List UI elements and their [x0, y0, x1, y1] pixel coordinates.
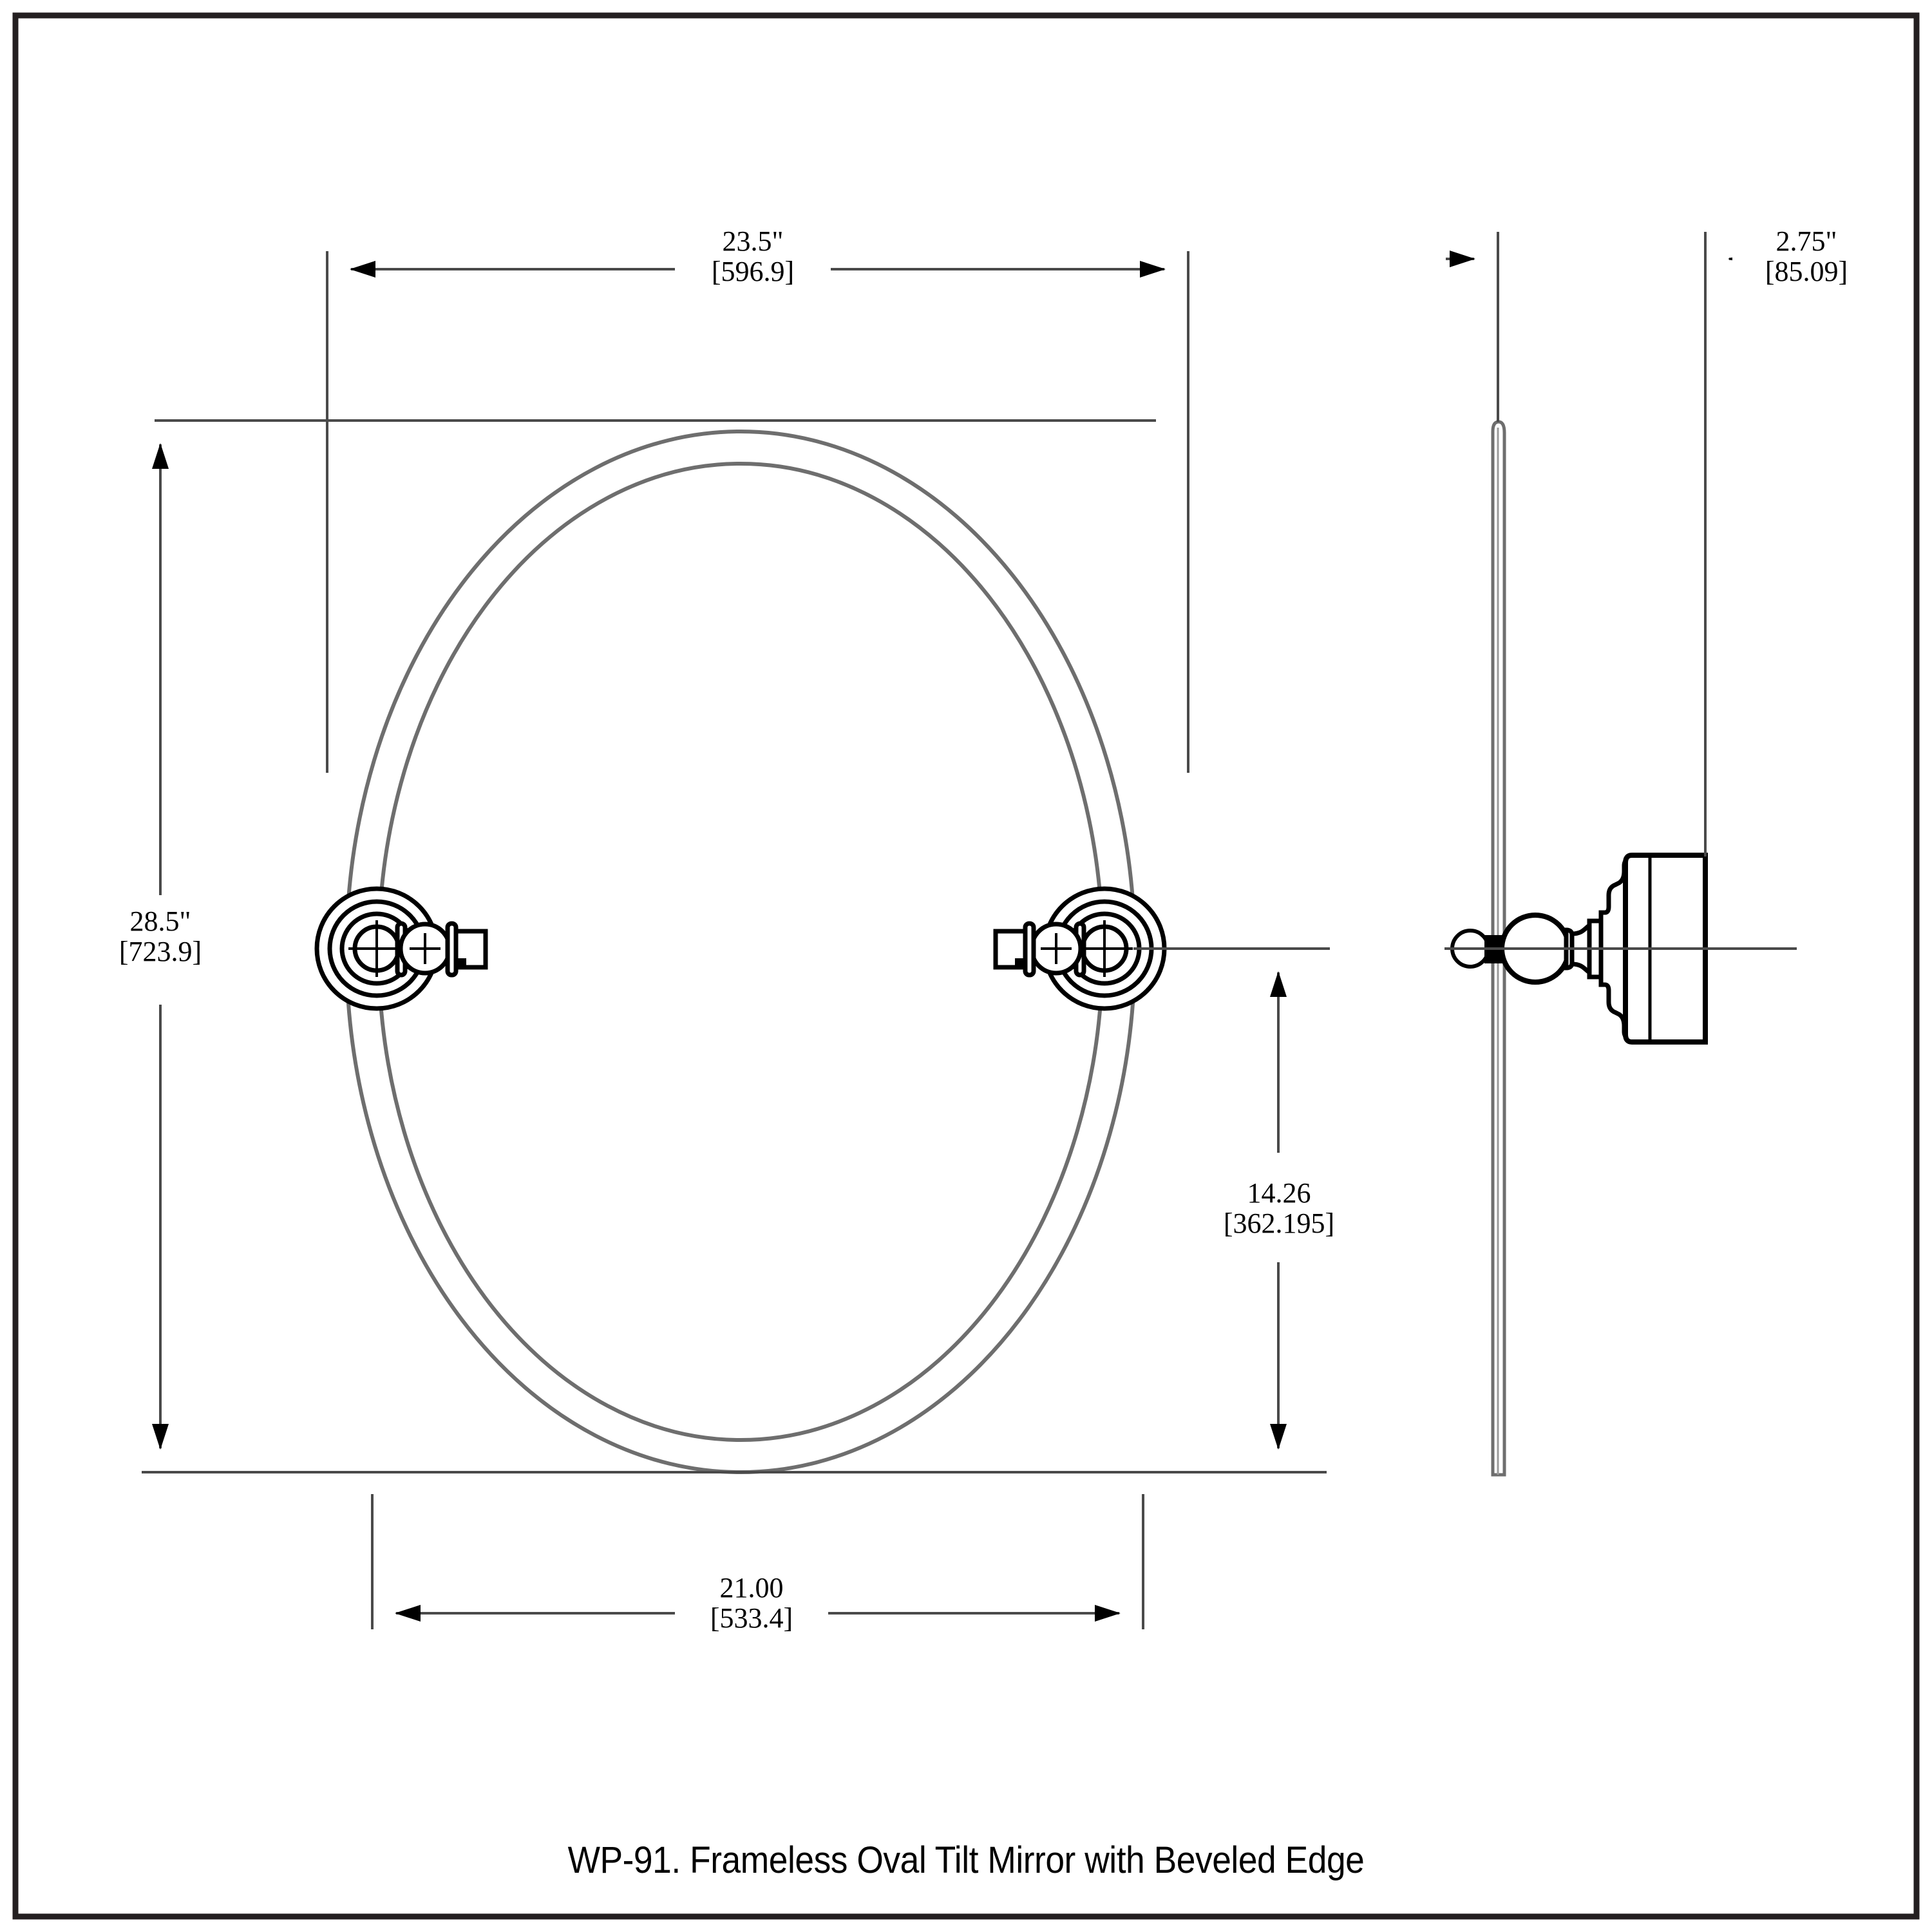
drawing-caption: WP-91. Frameless Oval Tilt Mirror with B… — [567, 1839, 1365, 1881]
dimension-label-overall-width: 23.5" [596.9] — [675, 225, 831, 287]
dimension-label-glass-width: 21.00 [533.4] — [675, 1572, 828, 1634]
overall-width-metric: [596.9] — [711, 255, 795, 287]
sheet-border — [12, 12, 1920, 1920]
right-pivot-rosette — [993, 886, 1167, 1011]
dimension-glass-width — [371, 1494, 1144, 1629]
projection-depth-imperial: 2.75" — [1776, 225, 1837, 257]
overall-height-imperial: 28.5" — [129, 905, 191, 937]
pivot-to-bottom-imperial: 14.26 — [1247, 1177, 1311, 1209]
dimension-overall-width — [326, 251, 1189, 773]
projection-depth-metric: [85.09] — [1765, 255, 1848, 287]
glass-width-metric: [533.4] — [710, 1602, 793, 1634]
side-elevation-view — [1444, 232, 1797, 1477]
dimension-label-projection-depth: 2.75" [85.09] — [1732, 225, 1880, 287]
pivot-to-bottom-metric: [362.195] — [1223, 1207, 1335, 1239]
left-pivot-rosette — [314, 886, 488, 1011]
dimension-label-overall-height: 28.5" [723.9] — [82, 905, 238, 967]
front-elevation-view — [314, 430, 1167, 1474]
glass-width-imperial: 21.00 — [719, 1572, 784, 1604]
overall-height-metric: [723.9] — [118, 935, 202, 967]
dimension-label-pivot-to-bottom: 14.26 [362.195] — [1208, 1177, 1350, 1239]
dimension-overall-height — [142, 419, 1327, 1473]
dimension-pivot-to-bottom — [1133, 947, 1330, 1450]
overall-width-imperial: 23.5" — [722, 225, 784, 257]
right-tilt-arm — [993, 921, 1086, 978]
left-tilt-arm — [395, 921, 488, 978]
